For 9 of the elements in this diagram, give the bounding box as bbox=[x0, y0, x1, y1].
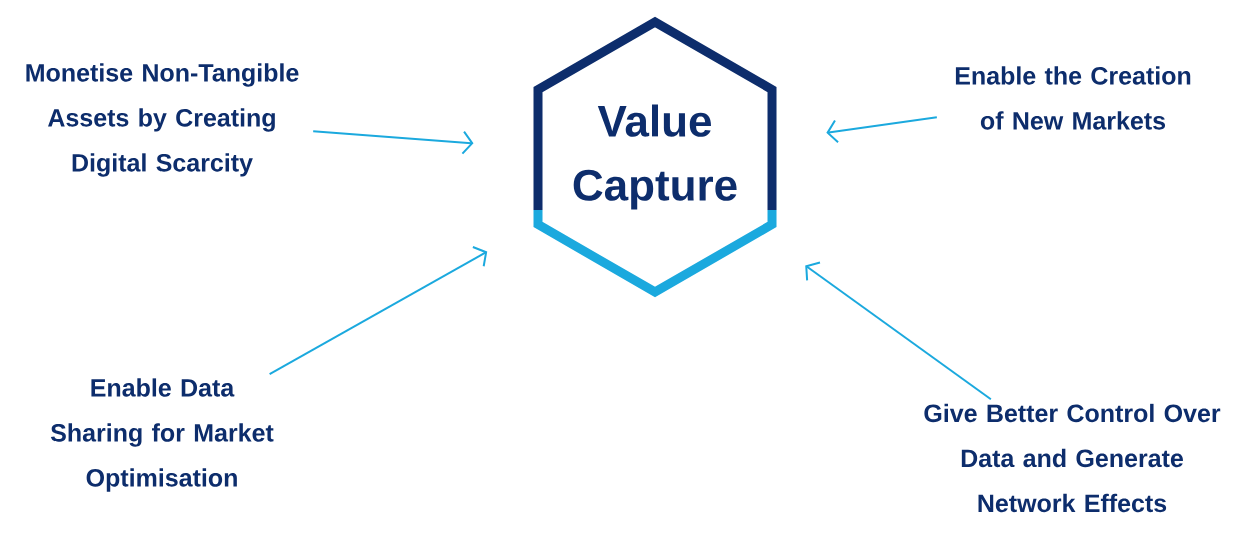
arrow bbox=[805, 261, 992, 401]
text-label: Monetise Non-Tangible Assets by Creating Digital Scarcity bbox=[26, 63, 299, 177]
arrow bbox=[312, 130, 474, 155]
arrow bbox=[826, 116, 938, 144]
text-label: Enable the Creation of New Markets bbox=[955, 66, 1191, 130]
hexagon: Value Capture bbox=[533, 16, 777, 298]
arrow bbox=[268, 246, 488, 376]
text-label: Enable Data Sharing for Market Optimisation bbox=[50, 378, 274, 492]
text-label: Give Better Control Over Data and Generate Network Effects bbox=[924, 403, 1221, 513]
